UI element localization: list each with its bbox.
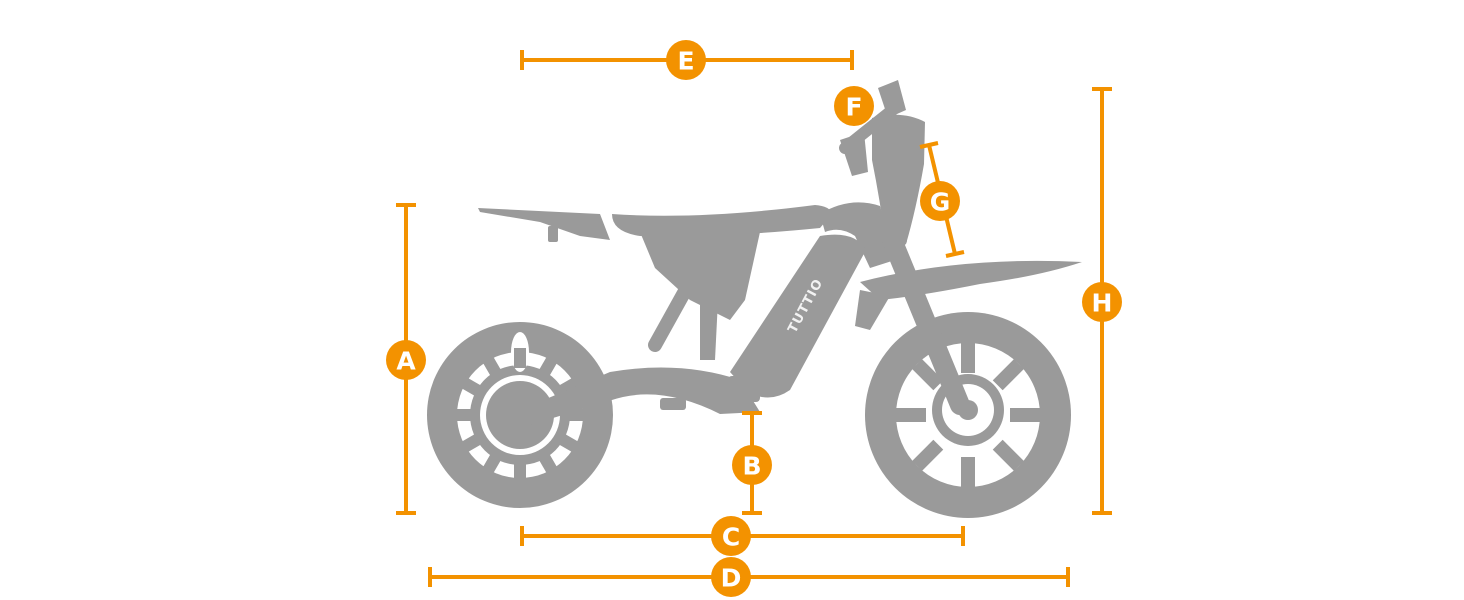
marker-b-label: B — [742, 452, 761, 481]
marker-c-label: C — [722, 523, 740, 552]
marker-f-label: F — [845, 93, 862, 122]
rear-wheel — [427, 322, 613, 508]
marker-a-label: A — [396, 347, 416, 376]
ebike-silhouette: TUTTIO — [427, 80, 1082, 518]
marker-a: A — [386, 340, 426, 380]
marker-e-label: E — [677, 47, 694, 76]
dimension-markers: A B C D E F G H — [386, 40, 1122, 597]
marker-f: F — [834, 86, 874, 126]
marker-c: C — [711, 516, 751, 556]
marker-d-label: D — [721, 564, 742, 593]
marker-g: G — [920, 181, 960, 221]
marker-g-label: G — [930, 188, 951, 217]
marker-b: B — [732, 445, 772, 485]
front-wheel — [865, 312, 1071, 518]
marker-e: E — [666, 40, 706, 80]
marker-h-label: H — [1092, 289, 1113, 318]
marker-d: D — [711, 557, 751, 597]
marker-h: H — [1082, 282, 1122, 322]
